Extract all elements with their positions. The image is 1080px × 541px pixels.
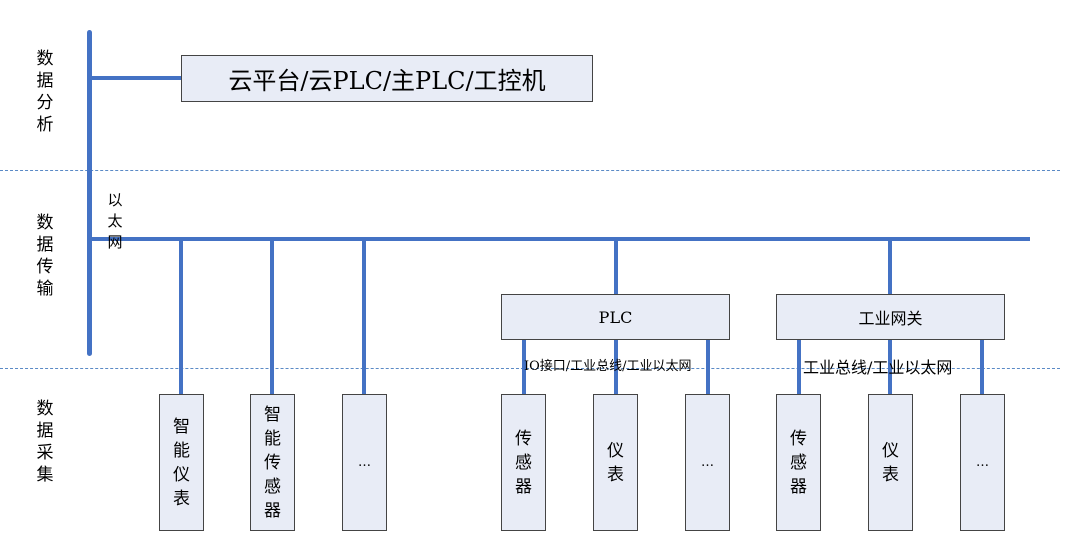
device-char: 传 <box>515 428 532 449</box>
ellipsis-text: … <box>701 454 714 470</box>
drop-line-plc <box>614 239 618 295</box>
cloud-connector-line <box>90 76 182 80</box>
smart-sensor-box: 智 能 传 感 器 <box>250 394 295 531</box>
drop-line-plc-sensor <box>522 340 526 395</box>
layer-char: 分 <box>36 93 54 113</box>
device-char: 表 <box>607 464 624 485</box>
device-char: 智 <box>264 404 281 425</box>
device-char: 仪 <box>173 464 190 485</box>
layer-char: 输 <box>36 279 54 299</box>
plc-label: PLC <box>598 307 633 327</box>
ellipsis-box: … <box>342 394 387 531</box>
backbone-vertical-line <box>87 30 92 356</box>
device-char: 仪 <box>882 440 899 461</box>
ethernet-bus-line <box>90 237 1030 241</box>
device-char: 能 <box>173 440 190 461</box>
cloud-platform-label: 云平台/云PLC/主PLC/工控机 <box>228 67 546 95</box>
drop-line-gw-meter <box>888 340 892 395</box>
cloud-platform-box: 云平台/云PLC/主PLC/工控机 <box>181 55 593 102</box>
drop-line-gw-ellipsis <box>980 340 984 395</box>
device-char: 器 <box>790 476 807 497</box>
ellipsis-text: … <box>976 454 989 470</box>
ethernet-label-char: 网 <box>107 233 123 251</box>
smart-meter-box: 智 能 仪 表 <box>159 394 204 531</box>
gw-meter-box: 仪 表 <box>868 394 913 531</box>
device-char: 器 <box>515 476 532 497</box>
layer-label-collection: 数 据 采 集 <box>28 398 62 486</box>
layer-char: 据 <box>36 235 54 255</box>
gateway-bus-label: 工业总线/工业以太网 <box>803 358 953 377</box>
plc-ellipsis-box: … <box>685 394 730 531</box>
ethernet-label-char: 太 <box>107 212 123 230</box>
layer-char: 传 <box>36 257 54 277</box>
device-char: 智 <box>173 416 190 437</box>
device-char: 感 <box>515 452 532 473</box>
device-char: 表 <box>173 488 190 509</box>
gw-sensor-box: 传 感 器 <box>776 394 821 531</box>
drop-line-plc-meter <box>614 340 618 395</box>
layer-label-transmission: 数 据 传 输 <box>28 212 62 300</box>
layer-char: 集 <box>36 465 54 485</box>
drop-line-gateway <box>888 239 892 295</box>
drop-line-gw-sensor <box>797 340 801 395</box>
device-char: 表 <box>882 464 899 485</box>
layer-label-analysis: 数 据 分 析 <box>28 48 62 136</box>
ethernet-label: 以 太 网 <box>104 190 126 253</box>
device-char: 仪 <box>607 440 624 461</box>
device-char: 传 <box>790 428 807 449</box>
plc-sensor-box: 传 感 器 <box>501 394 546 531</box>
layer-separator-top <box>0 170 1060 171</box>
gateway-box: 工业网关 <box>776 294 1005 340</box>
ethernet-label-char: 以 <box>107 191 123 209</box>
plc-bus-label: IO接口/工业总线/工业以太网 <box>524 359 692 374</box>
layer-separator-bottom <box>0 368 1060 369</box>
device-char: 能 <box>264 428 281 449</box>
plc-box: PLC <box>501 294 730 340</box>
device-char: 器 <box>264 500 281 521</box>
device-char: 传 <box>264 452 281 473</box>
layer-char: 数 <box>36 399 54 419</box>
gw-ellipsis-box: … <box>960 394 1005 531</box>
device-char: 感 <box>790 452 807 473</box>
layer-char: 数 <box>36 213 54 233</box>
layer-char: 据 <box>36 421 54 441</box>
ellipsis-text: … <box>358 454 371 470</box>
device-char: 感 <box>264 476 281 497</box>
drop-line-ellipsis <box>362 239 366 395</box>
layer-char: 析 <box>36 115 54 135</box>
gateway-label: 工业网关 <box>858 309 923 328</box>
layer-char: 数 <box>36 49 54 69</box>
drop-line-smart-meter <box>179 239 183 395</box>
plc-meter-box: 仪 表 <box>593 394 638 531</box>
layer-char: 据 <box>36 71 54 91</box>
drop-line-smart-sensor <box>270 239 274 395</box>
drop-line-plc-ellipsis <box>706 340 710 395</box>
layer-char: 采 <box>36 443 54 463</box>
